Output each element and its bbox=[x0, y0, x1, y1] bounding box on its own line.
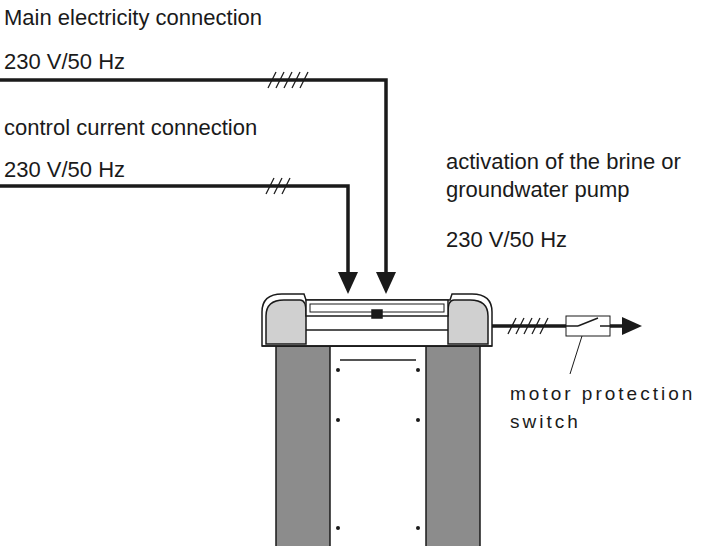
wire-ticks bbox=[266, 178, 290, 194]
switch-housing bbox=[566, 316, 610, 336]
connection-label: control current connection bbox=[4, 114, 257, 142]
control-wire bbox=[0, 186, 348, 276]
voltage-label: 230 V/50 Hz bbox=[446, 226, 567, 254]
connection-label: Main electricity connection bbox=[4, 4, 262, 32]
heat-pump-unit bbox=[262, 294, 492, 546]
arrow-head bbox=[338, 272, 358, 294]
arrow-head bbox=[376, 272, 396, 294]
arrow-head bbox=[622, 317, 642, 335]
leader-line bbox=[570, 336, 582, 374]
wire-ticks bbox=[268, 72, 308, 88]
pump-label: activation of the brine or groundwater p… bbox=[446, 148, 694, 204]
voltage-label: 230 V/50 Hz bbox=[4, 48, 125, 76]
voltage-label: 230 V/50 Hz bbox=[4, 156, 125, 184]
switch-lever bbox=[578, 318, 598, 326]
switch-label: motor protection switch bbox=[510, 380, 700, 436]
panel-screws bbox=[336, 368, 420, 530]
main-wire bbox=[0, 80, 386, 276]
wire-ticks bbox=[508, 318, 548, 334]
